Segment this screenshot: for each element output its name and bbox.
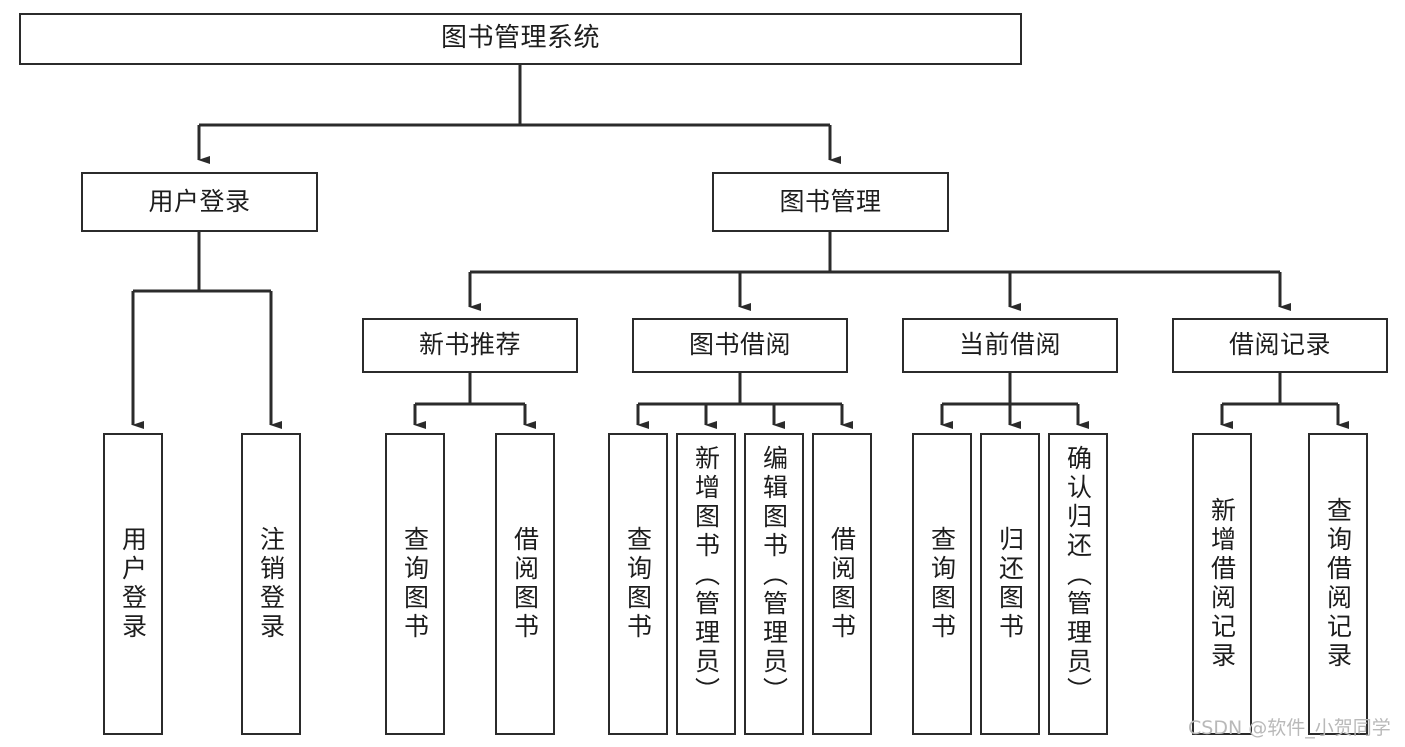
node-leaf-add-record[interactable]: 新增借阅记录 — [1192, 433, 1252, 735]
node-leaf-edit-book[interactable]: 编辑图书（管理员） — [744, 433, 804, 735]
node-label: 借阅记录 — [1228, 330, 1331, 360]
node-leaf-add-book[interactable]: 新增图书（管理员） — [676, 433, 736, 735]
node-label: 编辑图书（管理员） — [759, 445, 789, 706]
node-label: 当前借阅 — [958, 330, 1061, 360]
csdn-watermark: CSDN @软件_小贺同学 — [1188, 717, 1391, 739]
node-user-login[interactable]: 用户登录 — [81, 172, 318, 232]
node-label: 查询借阅记录 — [1323, 497, 1353, 671]
node-leaf-return-book[interactable]: 归还图书 — [980, 433, 1040, 735]
node-leaf-query-book-1[interactable]: 查询图书 — [385, 433, 445, 735]
node-book-borrow[interactable]: 图书借阅 — [632, 318, 848, 373]
node-label: 图书借阅 — [688, 330, 791, 360]
node-leaf-query-book-2[interactable]: 查询图书 — [608, 433, 668, 735]
node-label: 查询图书 — [927, 526, 957, 642]
node-label: 查询图书 — [623, 526, 653, 642]
node-root-system[interactable]: 图书管理系统 — [19, 13, 1022, 65]
node-label: 用户登录 — [118, 526, 148, 642]
node-label: 确认归还（管理员） — [1063, 445, 1093, 706]
node-label: 新增图书（管理员） — [691, 445, 721, 706]
node-label: 新书推荐 — [418, 330, 521, 360]
node-current-borrow[interactable]: 当前借阅 — [902, 318, 1118, 373]
node-label: 查询图书 — [400, 526, 430, 642]
node-leaf-logout[interactable]: 注销登录 — [241, 433, 301, 735]
node-new-book-recommend[interactable]: 新书推荐 — [362, 318, 578, 373]
node-label: 注销登录 — [256, 526, 286, 642]
node-label: 用户登录 — [148, 186, 251, 216]
node-borrow-record[interactable]: 借阅记录 — [1172, 318, 1388, 373]
node-book-manage[interactable]: 图书管理 — [712, 172, 949, 232]
node-leaf-query-record[interactable]: 查询借阅记录 — [1308, 433, 1368, 735]
node-label: 新增借阅记录 — [1207, 497, 1237, 671]
node-label: 借阅图书 — [827, 526, 857, 642]
node-leaf-user-login[interactable]: 用户登录 — [103, 433, 163, 735]
node-label: 图书管理 — [779, 186, 882, 216]
node-label: 图书管理系统 — [440, 23, 600, 54]
node-leaf-query-book-3[interactable]: 查询图书 — [912, 433, 972, 735]
node-label: 归还图书 — [995, 526, 1025, 642]
node-leaf-borrow-book-2[interactable]: 借阅图书 — [812, 433, 872, 735]
node-leaf-borrow-book-1[interactable]: 借阅图书 — [495, 433, 555, 735]
node-leaf-confirm-return[interactable]: 确认归还（管理员） — [1048, 433, 1108, 735]
node-label: 借阅图书 — [510, 526, 540, 642]
